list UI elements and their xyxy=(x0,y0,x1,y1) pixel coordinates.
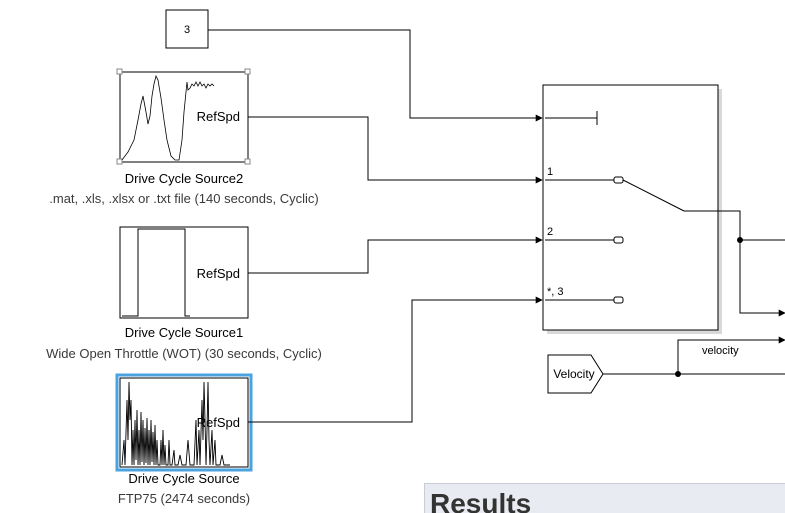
switch-arm xyxy=(622,179,685,212)
multiport-switch-block[interactable]: 1 2 *, 3 xyxy=(542,84,722,334)
drive-cycle-source2-subtitle: .mat, .xls, .xlsx or .txt file (140 seco… xyxy=(49,191,318,206)
refspd-port-label: RefSpd xyxy=(197,415,240,430)
port-contact xyxy=(613,176,624,184)
signal-line xyxy=(718,210,785,241)
resize-handle[interactable] xyxy=(116,68,123,75)
port-contact xyxy=(613,236,624,244)
results-panel[interactable]: Results xyxy=(424,483,785,513)
constant-block[interactable]: 3 xyxy=(165,9,209,49)
refspd-port-label: RefSpd xyxy=(197,109,240,124)
port-label-3: *, 3 xyxy=(547,286,564,298)
signal-line xyxy=(677,336,785,374)
drive-cycle-source1-title: Drive Cycle Source1 xyxy=(125,325,244,340)
signal-line xyxy=(248,236,543,274)
drive-cycle-source2-title: Drive Cycle Source2 xyxy=(125,171,244,186)
drive-cycle-source1-block[interactable]: RefSpd xyxy=(119,226,249,319)
waveform-icon xyxy=(121,74,215,161)
constant-value: 3 xyxy=(184,24,190,36)
port-label-1: 1 xyxy=(547,166,553,178)
port-label-2: 2 xyxy=(547,226,553,238)
velocity-signal-label: velocity xyxy=(702,345,739,357)
drive-cycle-source2-block[interactable]: RefSpd xyxy=(116,68,251,165)
branch-point xyxy=(737,237,743,243)
signal-line xyxy=(248,116,543,184)
resize-handle[interactable] xyxy=(244,158,251,165)
signal-line xyxy=(739,240,785,317)
waveform-icon xyxy=(122,228,190,317)
drive-cycle-source1-subtitle: Wide Open Throttle (WOT) (30 seconds, Cy… xyxy=(46,346,322,361)
velocity-goto-block[interactable]: Velocity xyxy=(547,354,604,394)
resize-handle[interactable] xyxy=(244,68,251,75)
velocity-goto-label: Velocity xyxy=(553,367,594,381)
drive-cycle-source-title: Drive Cycle Source xyxy=(128,471,239,486)
resize-handle[interactable] xyxy=(116,158,123,165)
drive-cycle-source-subtitle: FTP75 (2474 seconds) xyxy=(118,491,250,506)
branch-point xyxy=(675,371,681,377)
refspd-port-label: RefSpd xyxy=(197,266,240,281)
signal-lines[interactable] xyxy=(208,29,785,423)
signal-line xyxy=(208,29,543,122)
results-title: Results xyxy=(430,488,532,513)
waveform-icon xyxy=(121,381,230,466)
port-contact xyxy=(613,296,624,304)
drive-cycle-source-block[interactable]: RefSpd xyxy=(115,373,253,472)
signal-line xyxy=(248,296,543,423)
